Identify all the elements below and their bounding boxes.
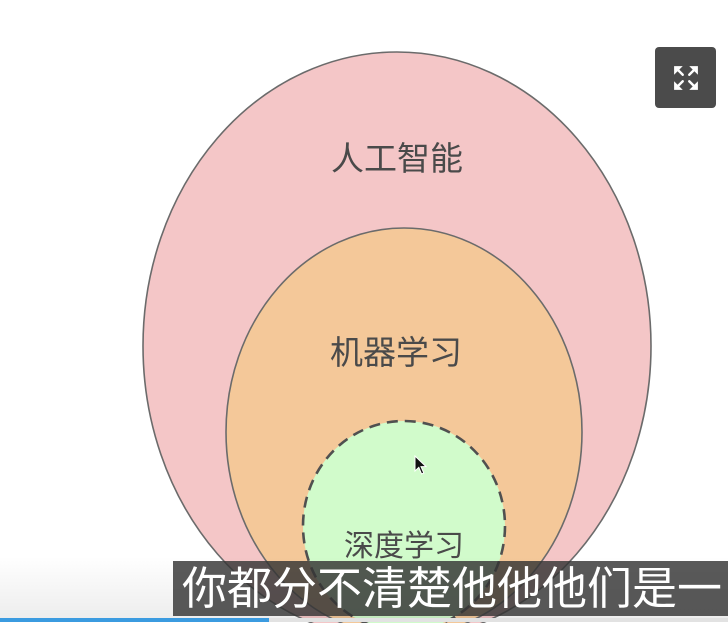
subtitle-text: 你都分不清楚他他他们是一	[182, 562, 723, 615]
machine-learning-label: 机器学习	[330, 333, 462, 372]
ai-label: 人工智能	[331, 139, 463, 178]
deep-learning-label: 深度学习	[344, 529, 464, 564]
progress-played	[0, 618, 270, 622]
fullscreen-button[interactable]	[655, 47, 716, 108]
fullscreen-expand-icon	[673, 65, 698, 90]
subtitle-bar: 你都分不清楚他他他们是一	[173, 561, 728, 616]
progress-bar[interactable]	[0, 618, 728, 622]
